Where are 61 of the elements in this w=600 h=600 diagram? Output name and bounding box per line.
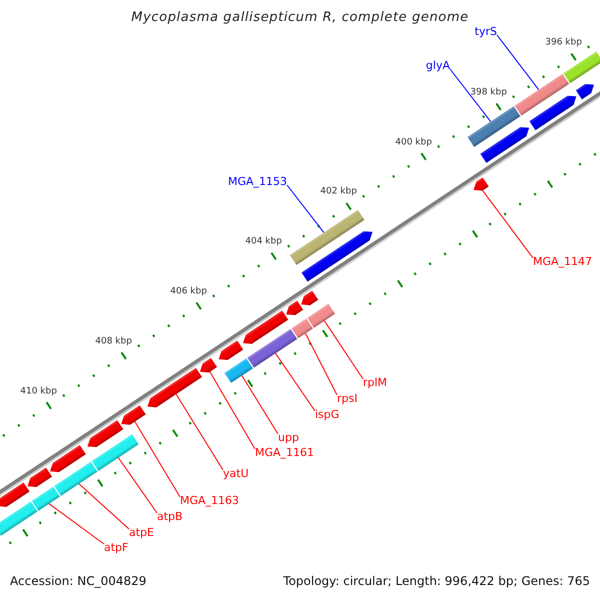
diagram-title: Mycoplasma gallisepticum R, complete genome xyxy=(131,10,469,26)
gene-label: atpF xyxy=(104,541,128,554)
coding-sequence-block xyxy=(121,405,146,425)
scale-label: 396 kbp xyxy=(545,37,582,48)
gene-feature-block xyxy=(307,304,336,328)
gene-label: rplM xyxy=(363,376,388,389)
gene-label: MGA_1161 xyxy=(255,446,314,459)
leader-line xyxy=(286,184,324,233)
coding-sequence-block xyxy=(50,445,86,472)
gene-feature-block xyxy=(92,434,139,472)
gene-feature-block xyxy=(292,318,313,338)
coding-sequence-block xyxy=(301,231,372,282)
footer-text: Topology: circular; Length: 996,422 bp; Genes: 765 xyxy=(283,574,590,589)
gene-label: upp xyxy=(278,431,299,444)
coding-sequence-block xyxy=(28,467,52,487)
gene-label: tyrS xyxy=(474,25,497,38)
gene-label: MGA_1147 xyxy=(533,255,592,268)
scale-label: 406 kbp xyxy=(170,286,207,298)
scale-label: 398 kbp xyxy=(470,87,507,98)
gene-label: yatU xyxy=(223,467,249,480)
leader-line xyxy=(324,320,364,380)
scale-label: 404 kbp xyxy=(245,236,282,248)
scale-label: 410 kbp xyxy=(20,386,57,397)
leader-line xyxy=(304,332,338,396)
gene-label: atpE xyxy=(129,526,154,539)
coding-sequence-block xyxy=(480,127,530,163)
leader-line xyxy=(450,68,492,122)
coding-sequence-block xyxy=(286,300,304,316)
coding-sequence-block xyxy=(301,290,318,306)
gene-feature-block xyxy=(32,486,60,511)
gene-feature-block xyxy=(0,502,38,536)
leader-line xyxy=(134,420,180,498)
scale-label: 408 kbp xyxy=(95,336,132,348)
scale-label: 402 kbp xyxy=(320,186,357,198)
leader-line xyxy=(241,375,278,434)
scale-label: 400 kbp xyxy=(395,137,432,148)
footer-text: Accession: NC_004829 xyxy=(10,574,146,589)
gene-label: glyA xyxy=(426,59,450,72)
leader-line xyxy=(78,483,130,530)
leader-line xyxy=(274,352,316,412)
leader-line xyxy=(496,34,540,90)
leader-line xyxy=(48,503,104,544)
gene-label: ispG xyxy=(315,408,340,421)
leader-line xyxy=(482,190,534,258)
leader-line xyxy=(118,457,158,514)
coding-sequence-block xyxy=(200,358,217,372)
leader-line xyxy=(176,394,224,470)
coding-sequence-block xyxy=(576,84,594,100)
coding-sequence-block xyxy=(88,420,124,448)
coding-sequence-block xyxy=(218,340,244,360)
leader-line xyxy=(209,371,256,450)
gene-feature-block xyxy=(247,328,298,368)
gene-label: MGA_1163 xyxy=(180,494,240,507)
gene-feature-block xyxy=(224,358,253,383)
gene-label: MGA_1153 xyxy=(228,175,287,188)
coding-sequence-block xyxy=(0,482,30,507)
gene-label: rpsI xyxy=(337,392,358,405)
gene-label: atpB xyxy=(157,510,183,523)
coding-sequence-block xyxy=(529,96,576,130)
coding-sequence-block xyxy=(474,177,489,191)
coding-sequence-block xyxy=(147,368,202,408)
